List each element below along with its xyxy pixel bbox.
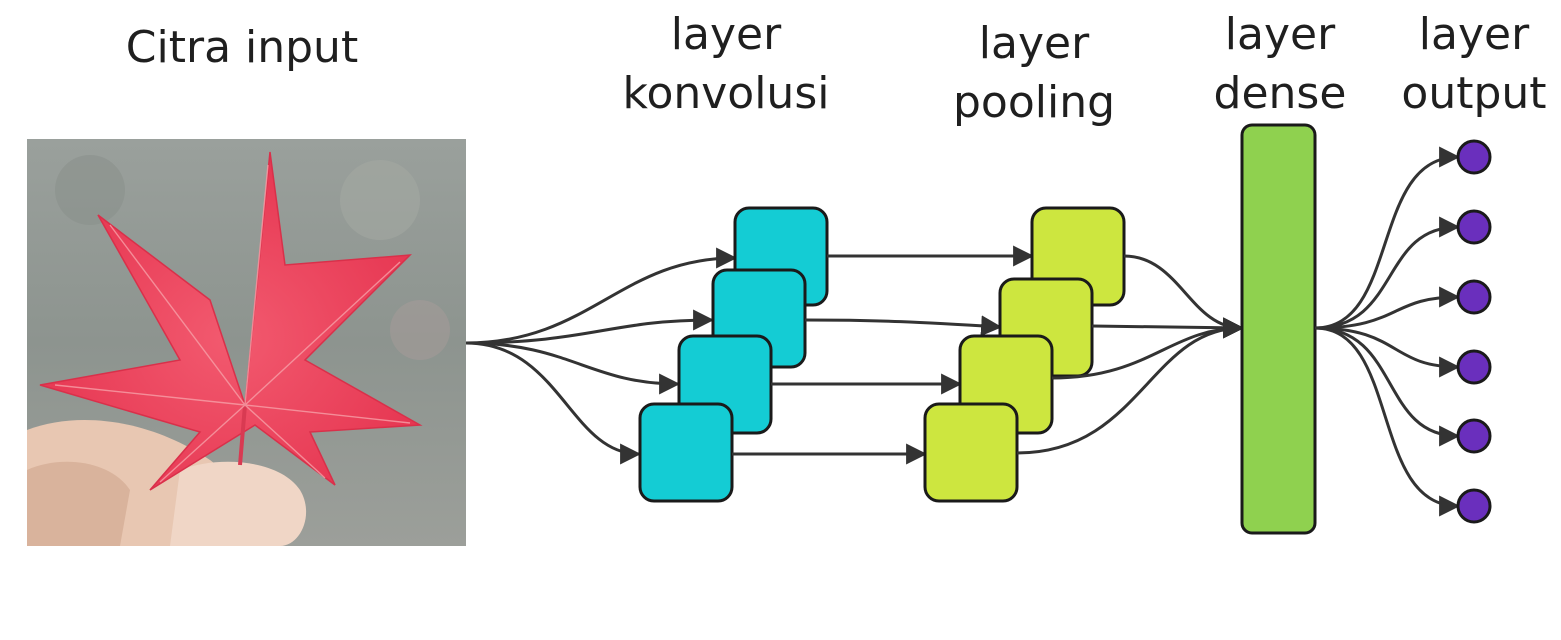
conv-to-pool-connections [732, 245, 1035, 465]
conv-feature-map [638, 402, 734, 503]
dense-label-line2: dense [1213, 68, 1347, 120]
output-layer [1456, 139, 1492, 524]
pool-label-line1: layer [978, 18, 1090, 69]
connection-arrow [465, 341, 681, 395]
output-label-line2: output [1401, 68, 1547, 120]
connection-arrow [1123, 254, 1245, 339]
conv-label-line2: konvolusi [622, 68, 830, 120]
connection-arrow [1314, 286, 1461, 330]
pool-to-dense-connections [1016, 254, 1245, 455]
output-label-line1: layer [1418, 9, 1530, 60]
output-node [1456, 418, 1492, 454]
pool-layer [923, 206, 1126, 503]
maple-leaf [39, 151, 423, 491]
input-to-conv-connections [465, 247, 738, 465]
pool-layer-label: layer pooling [922, 14, 1146, 133]
input-label: Citra input [92, 18, 392, 77]
output-node [1456, 488, 1492, 524]
connection-arrow [1314, 326, 1461, 447]
connection-arrow [465, 309, 715, 345]
output-node [1456, 349, 1492, 385]
connection-arrow [465, 247, 738, 345]
connection-arrow [1314, 146, 1461, 330]
dense-to-output-connections [1314, 146, 1461, 517]
dense-layer-label: layer dense [1200, 5, 1360, 124]
output-node [1456, 209, 1492, 245]
input-image [27, 139, 466, 546]
conv-label-line1: layer [670, 9, 782, 60]
dense-label-line1: layer [1224, 9, 1336, 60]
conv-layer [638, 206, 829, 503]
pool-feature-map [923, 402, 1019, 503]
input-label-text: Citra input [125, 22, 359, 73]
connection-arrow [1314, 326, 1461, 378]
output-node [1456, 139, 1492, 175]
connection-arrow [1091, 317, 1245, 339]
connection-arrow [1016, 317, 1245, 455]
connection-arrow [1314, 326, 1461, 517]
connection-arrow [465, 341, 642, 465]
conv-layer-label: layer konvolusi [600, 5, 852, 124]
dense-layer-block [1240, 123, 1317, 535]
output-node [1456, 279, 1492, 315]
connection-arrow [804, 315, 1003, 337]
output-layer-label: layer output [1392, 5, 1556, 124]
connection-arrow [1314, 216, 1461, 330]
pool-label-line2: pooling [952, 77, 1116, 129]
